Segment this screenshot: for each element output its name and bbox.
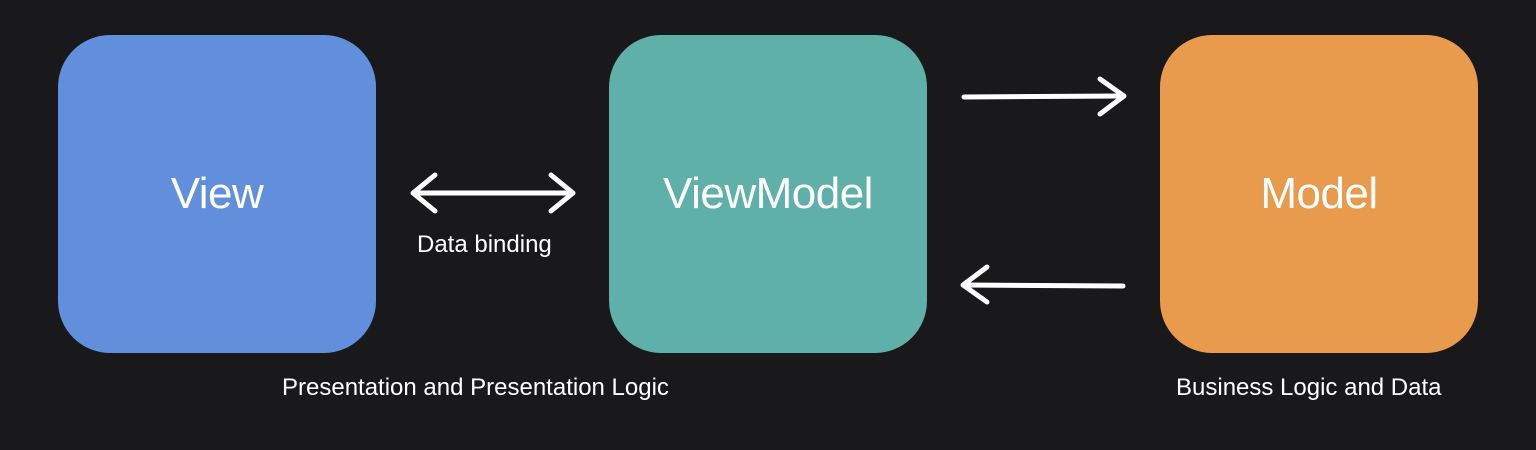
presentation-caption: Presentation and Presentation Logic: [282, 374, 669, 401]
model-label: Model: [1260, 169, 1378, 218]
view-label: View: [170, 169, 264, 218]
data-binding-label: Data binding: [417, 231, 552, 258]
view-node: View: [58, 35, 376, 353]
viewmodel-label: ViewModel: [663, 169, 873, 218]
bidirectional-arrow-icon: [410, 172, 576, 214]
model-node: Model: [1160, 35, 1478, 353]
business-caption: Business Logic and Data: [1176, 374, 1442, 401]
left-arrow-icon: [960, 264, 1126, 305]
right-arrow-icon: [961, 76, 1127, 117]
viewmodel-node: ViewModel: [609, 35, 927, 353]
